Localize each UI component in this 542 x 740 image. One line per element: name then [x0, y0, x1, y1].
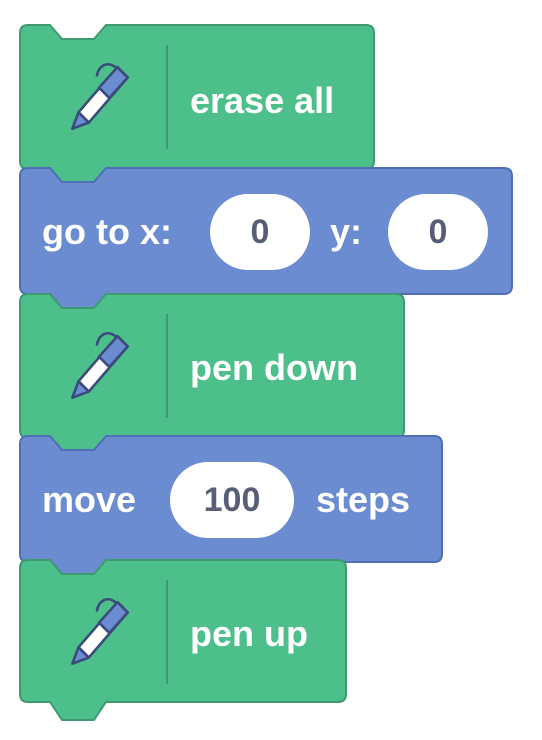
erase-all-block[interactable]: erase all	[19, 24, 375, 187]
y-label: y:	[330, 211, 363, 252]
pen-icon	[71, 63, 129, 130]
steps-value-input[interactable]: 100	[170, 462, 294, 538]
x-value-input[interactable]: 0	[210, 194, 310, 270]
move-steps-block[interactable]: move 100 steps	[19, 435, 443, 578]
pen-up-block-shape	[19, 559, 347, 721]
move-label: move	[42, 479, 137, 520]
block-separator	[166, 45, 168, 149]
pen-up-label: pen up	[190, 613, 308, 654]
pen-down-block[interactable]: pen down	[19, 293, 405, 456]
pen-up-block[interactable]: pen up	[19, 559, 347, 726]
y-value-input[interactable]: 0	[388, 194, 488, 270]
go-to-xy-block[interactable]: go to x: 0 y: 0	[19, 167, 513, 310]
steps-label: steps	[316, 479, 411, 520]
erase-all-label: erase all	[190, 80, 335, 121]
block-separator	[166, 580, 168, 684]
go-to-x-label: go to x:	[42, 211, 172, 252]
block-separator	[166, 314, 168, 418]
pen-icon	[71, 332, 129, 399]
pen-down-label: pen down	[190, 347, 358, 388]
pen-icon	[71, 598, 129, 665]
